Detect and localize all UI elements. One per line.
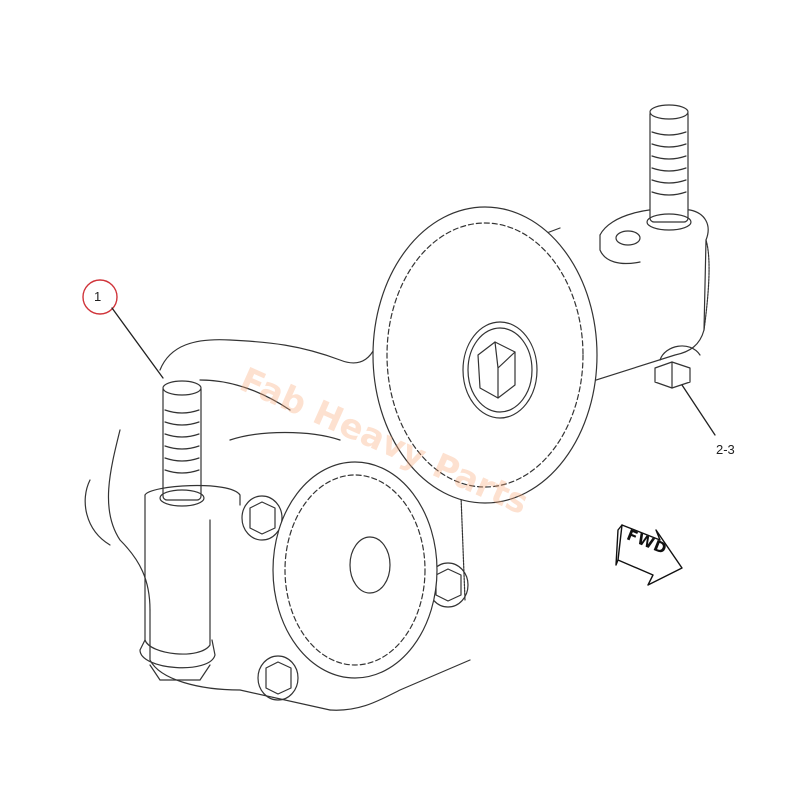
large-gear: [372, 206, 598, 504]
left-stud: [159, 380, 205, 507]
callout-2-3-leader: [681, 384, 716, 436]
right-stud: [646, 104, 692, 231]
bolt-right: [427, 562, 469, 608]
right-nut: [654, 345, 701, 389]
callout-1-label: 1: [94, 289, 102, 304]
callout-1-circle: [82, 279, 118, 315]
right-bracket: [469, 208, 710, 421]
fwd-arrow-icon: [615, 524, 683, 586]
callout-2-3-label: 2-3: [716, 442, 735, 457]
callout-1-leader: [111, 307, 164, 379]
bolt-upper-left: [241, 495, 283, 541]
bolt-lower-left: [257, 655, 299, 701]
left-bracket: [139, 484, 241, 681]
small-gear: [272, 461, 438, 679]
